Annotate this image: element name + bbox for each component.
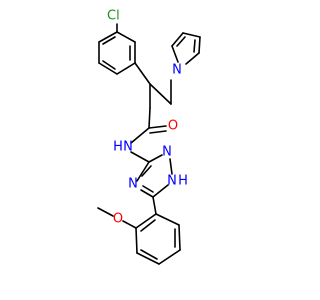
bond: [185, 52, 200, 65]
double-bond-inner: [141, 165, 152, 177]
bond-n-c: [130, 151, 150, 163]
bond: [136, 252, 160, 265]
carbonyl-oxygen-label: O: [168, 119, 178, 134]
bond-c-o: [122, 220, 137, 229]
canvas-background: [0, 0, 300, 300]
bond: [155, 213, 180, 226]
bond: [98, 31, 118, 43]
double-bond-inner: [193, 39, 196, 53]
chlorophenyl-ring: [98, 31, 136, 75]
double-bond-inner: [176, 36, 186, 47]
bond: [152, 184, 169, 198]
triazole-n4-label: N: [128, 177, 138, 192]
bond: [158, 249, 181, 265]
bond: [149, 83, 172, 105]
pyrrole-ring: [171, 32, 201, 65]
bond-c-o: [148, 125, 167, 129]
triazole-ring: [136, 154, 173, 198]
bond: [178, 224, 181, 251]
bond: [148, 107, 151, 129]
amide-hydrogen-label: H: [113, 140, 123, 155]
bond-o-ch3: [97, 207, 114, 217]
molecule-structure: Cl N O N H N N N H O: [0, 0, 300, 300]
bond: [171, 32, 184, 47]
double-bond-inner: [102, 60, 116, 70]
pyrrole-nitrogen-label: N: [172, 63, 182, 78]
bond: [136, 161, 150, 182]
bond: [116, 31, 136, 43]
bond: [134, 62, 151, 85]
methoxyphenyl-ring: [135, 213, 181, 265]
double-bond-inner: [102, 36, 116, 45]
bond: [171, 45, 179, 63]
bond: [135, 213, 157, 229]
methoxy-oxygen-label: O: [113, 212, 123, 227]
bond: [98, 62, 118, 75]
bond: [135, 227, 138, 254]
double-bond-inner: [140, 249, 158, 260]
amide-nitrogen-label: N: [123, 140, 133, 155]
bond: [169, 158, 173, 175]
bond-c-o-double: [149, 130, 167, 134]
bond: [182, 32, 201, 38]
triazole-hydrogen-label: H: [178, 174, 188, 189]
bond: [152, 196, 157, 215]
aliphatic-chain: [130, 62, 172, 163]
bond: [148, 154, 163, 163]
triazole-n2-label: N: [162, 145, 172, 160]
double-bond-inner: [142, 185, 154, 193]
bond: [198, 36, 201, 54]
bond: [116, 62, 136, 75]
bond: [140, 189, 154, 198]
chlorine-atom-label: Cl: [107, 9, 120, 24]
double-bond-inner: [140, 219, 156, 232]
bond-c-n: [130, 127, 150, 144]
triazole-n1-label: N: [167, 174, 177, 189]
